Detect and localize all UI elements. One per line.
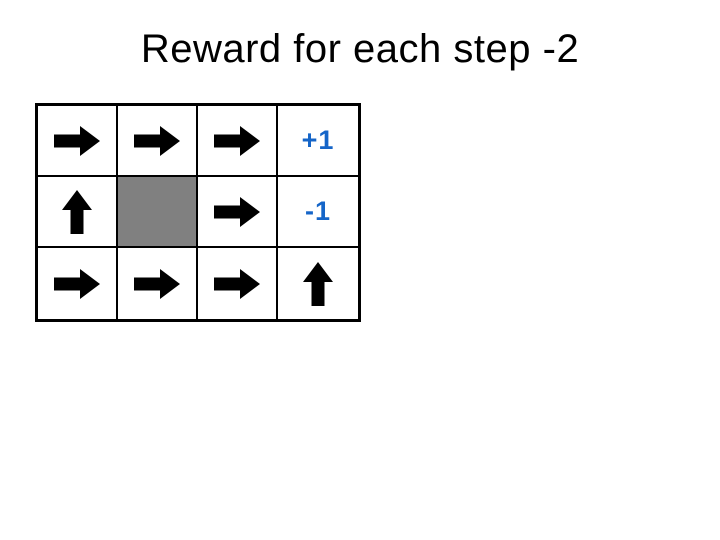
grid-cell-r0-c3-reward-plus-1: +1 [278, 106, 358, 177]
slide-title: Reward for each step -2 [140, 27, 580, 71]
gridworld-policy-grid: +1 -1 [35, 103, 361, 322]
grid-cell-r1-c3-reward-minus-1: -1 [278, 177, 358, 248]
grid-cell-r1-c0-arrow-up [38, 177, 118, 248]
reward-label: -1 [304, 196, 331, 226]
arrow-right-icon [54, 268, 100, 299]
grid-cell-r1-c2-arrow-right [198, 177, 278, 248]
grid-cell-r2-c1-arrow-right [118, 248, 198, 319]
reward-label: +1 [301, 125, 335, 155]
arrow-right-icon [214, 196, 260, 227]
grid-cell-r2-c0-arrow-right [38, 248, 118, 319]
arrow-right-icon [134, 268, 180, 299]
grid-cell-r0-c1-arrow-right [118, 106, 198, 177]
arrow-up-icon [62, 189, 92, 234]
arrow-right-icon [134, 125, 180, 156]
grid-cell-r0-c0-arrow-right [38, 106, 118, 177]
arrow-right-icon [54, 125, 100, 156]
arrow-right-icon [214, 125, 260, 156]
arrow-right-icon [214, 268, 260, 299]
grid-cell-r0-c2-arrow-right [198, 106, 278, 177]
grid-cell-r1-c1-wall [118, 177, 198, 248]
grid-cell-r2-c3-arrow-up [278, 248, 358, 319]
grid-cell-r2-c2-arrow-right [198, 248, 278, 319]
arrow-up-icon [303, 261, 333, 306]
